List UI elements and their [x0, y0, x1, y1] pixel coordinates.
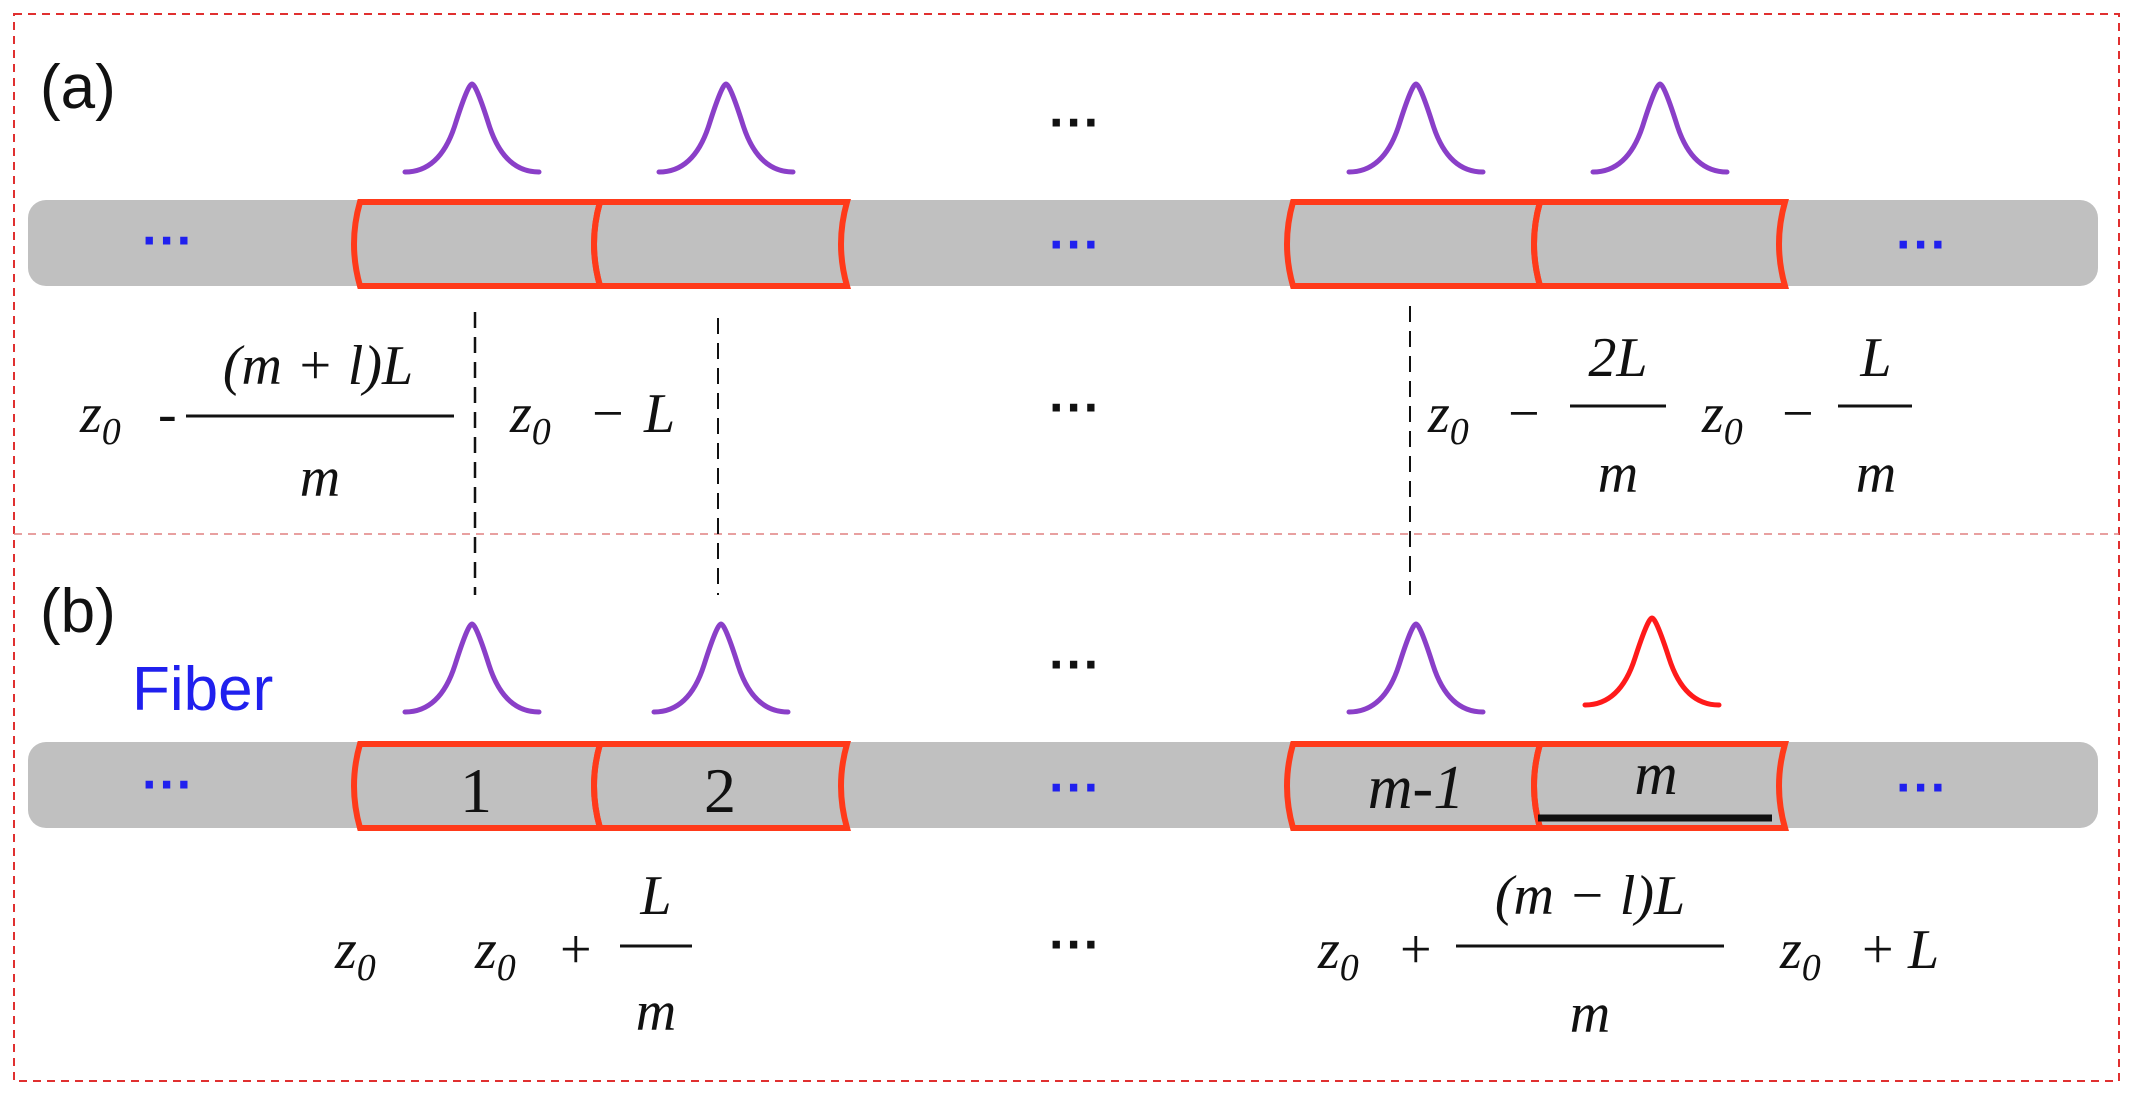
segment-group-b-right [1284, 741, 1789, 831]
position-b-2: z0 + L m [474, 865, 692, 1043]
segment-a-2 [591, 199, 851, 289]
svg-text:L: L [1907, 919, 1939, 981]
svg-text:+: + [1862, 919, 1894, 981]
ellipsis-a-mid: ··· [1049, 216, 1101, 274]
svg-text:−: − [1508, 383, 1540, 445]
segment-a-4 [1531, 199, 1789, 289]
pulse-b-3 [1346, 621, 1486, 715]
ellipsis-b-left: ··· [142, 756, 194, 814]
svg-text:-: - [158, 383, 177, 445]
ellipsis-a-top: ··· [1049, 94, 1101, 152]
ellipsis-b-labels: ··· [1049, 916, 1101, 974]
segment-b-2 [591, 741, 851, 831]
svg-text:m: m [1598, 443, 1638, 505]
svg-text:L: L [643, 383, 675, 445]
svg-text:z0: z0 [1779, 919, 1821, 989]
ellipsis-b-mid: ··· [1049, 759, 1101, 817]
ellipsis-b-right: ··· [1896, 759, 1948, 817]
svg-text:z0: z0 [474, 919, 516, 989]
segment-label-2: 2 [704, 755, 736, 826]
svg-text:m: m [1856, 443, 1896, 505]
fiber-label: Fiber [132, 655, 273, 724]
svg-text:2L: 2L [1588, 327, 1647, 389]
svg-text:(m + l)L: (m + l)L [223, 335, 413, 397]
panel-b-label: (b) [40, 577, 116, 646]
pulse-a-1 [402, 81, 542, 175]
svg-text:m: m [636, 981, 676, 1043]
pulse-b-2 [651, 621, 791, 715]
segment-group-b-left [351, 741, 851, 831]
position-a-1: z0 - (m + l)L m [79, 335, 454, 509]
svg-text:z0: z0 [1317, 919, 1359, 989]
panel-a-label: (a) [40, 53, 116, 122]
position-b-4: z0 + L [1779, 919, 1939, 989]
svg-text:−: − [1782, 383, 1814, 445]
ellipsis-a-labels: ··· [1049, 379, 1101, 437]
svg-text:m: m [300, 447, 340, 509]
pulse-b-4 [1582, 615, 1722, 708]
position-a-3: z0 − 2L m [1427, 327, 1666, 505]
ellipsis-a-left: ··· [142, 212, 194, 270]
fiber-a [28, 200, 2098, 286]
segment-group-a-left [351, 199, 851, 289]
position-b-3: z0 + (m − l)L m [1317, 865, 1724, 1045]
position-a-4: z0 − L m [1701, 327, 1912, 505]
svg-text:+: + [1400, 919, 1432, 981]
svg-text:+: + [560, 919, 592, 981]
svg-text:z0: z0 [509, 383, 551, 453]
segment-label-m-1: m-1 [1368, 754, 1464, 822]
segment-group-a-right [1284, 199, 1789, 289]
svg-text:(m − l)L: (m − l)L [1495, 865, 1685, 927]
segment-label-m: m [1634, 741, 1677, 807]
pulse-a-2 [656, 81, 796, 175]
svg-text:z0: z0 [79, 383, 121, 453]
svg-text:m: m [1570, 983, 1610, 1045]
ellipsis-b-top: ··· [1049, 636, 1101, 694]
pulse-b-1 [402, 621, 542, 715]
position-a-2: z0 − L [509, 383, 675, 453]
svg-text:z0: z0 [1701, 383, 1743, 453]
svg-text:L: L [1859, 327, 1891, 389]
fiber-b [28, 742, 2098, 828]
segment-b-4 [1531, 741, 1789, 831]
svg-text:z0: z0 [334, 919, 376, 989]
ellipsis-a-right: ··· [1896, 216, 1948, 274]
svg-text:−: − [592, 383, 624, 445]
svg-text:z0: z0 [1427, 383, 1469, 453]
outer-frame [13, 13, 2120, 1082]
segment-label-1: 1 [460, 755, 492, 826]
pulse-a-4 [1590, 81, 1730, 175]
svg-text:L: L [639, 865, 671, 927]
position-b-1: z0 [334, 919, 376, 989]
pulse-a-3 [1346, 81, 1486, 175]
